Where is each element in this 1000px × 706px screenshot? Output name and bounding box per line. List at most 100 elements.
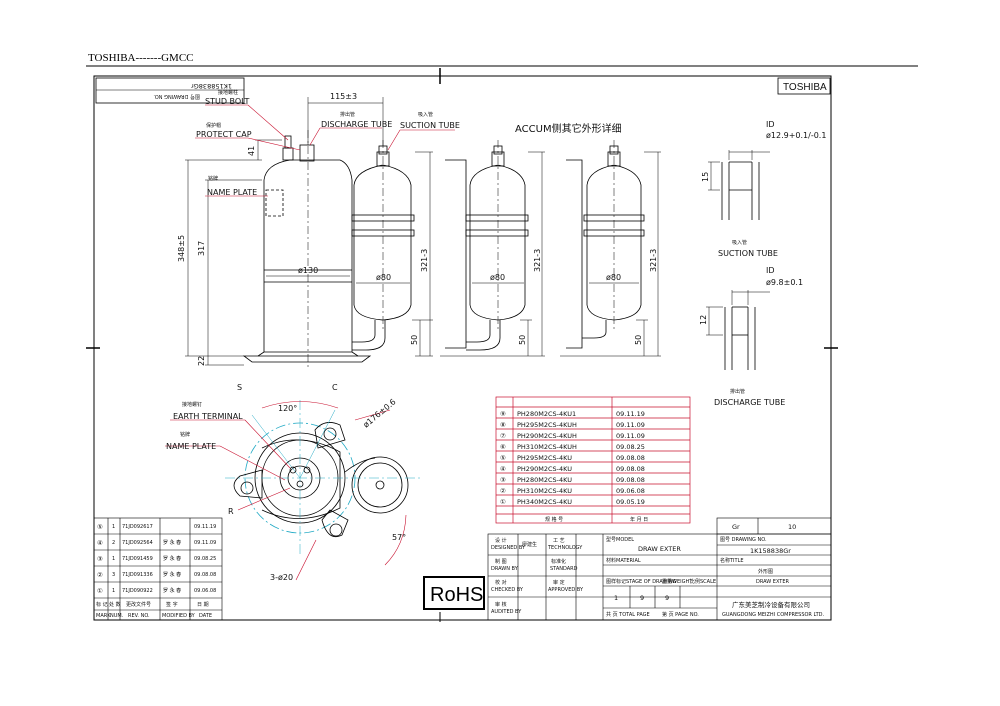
dim-41: 41 [247,146,256,156]
title-label: 名称TITLE [720,557,744,564]
rotated-number-box: 1K158838Gr 图号 DRAWING NO. [95,77,245,104]
accum-view-2 [560,140,661,357]
top-leaders [165,401,407,581]
approved-en: APPROVED BY [548,587,584,593]
rev-head-doc-en: REV. NO. [128,613,150,619]
accum2-bottom: 50 [634,335,643,345]
model-mark: ② [500,487,506,495]
accum-title: ACCUM侧其它外形详细 [515,122,622,135]
rev-mark: ③ [97,555,103,563]
svg-text:RoHS: RoHS [430,584,483,606]
model-mark: ① [500,498,506,506]
model-date: 09.11.19 [616,410,645,418]
title-block-text: Gr 10 设 计 DESIGNED BY 廖建生 工 艺 TECHNOLOGY… [491,523,824,618]
rev-qty: 1 [112,556,115,562]
rev-head-date: 日 期 [197,602,209,608]
accum1-diam: ø80 [490,273,505,282]
revision-rows: ⑤ 1 71JD092617 09.11.19 ④ 2 71JD092564 罗… [96,523,216,619]
model-name: PH310M2CS-4KU [517,487,572,495]
designer-name: 廖建生 [522,541,537,548]
rev-head-qty-en: NUM. [110,613,124,619]
discharge-id-value: ø9.8±0.1 [766,278,803,287]
rev-doc: 71JD091459 [122,556,153,562]
technology-label: 工 艺 [553,538,565,544]
title-block [487,517,832,621]
model-name: PH290M2CS-4KU [517,465,572,473]
rev-date: 09.11.19 [194,524,216,530]
label-name-plate: NAME PLATE [207,188,257,197]
dim-height-body: 317 [197,241,206,256]
model-date: 09.11.09 [616,421,645,429]
dim-diam-accum: ø80 [376,273,391,282]
model-name: PH280M2CS-4KU [517,476,572,484]
weight-label: 重量WEIGHT [662,578,693,585]
standard-en: STANDARD [550,566,578,572]
drawing-no: 1K158838Gr [750,547,791,555]
revision-table [93,517,223,621]
accum1-bottom: 50 [518,335,527,345]
model-name: PH295M2CS-4KUH [517,421,577,429]
model-date: 09.11.09 [616,432,645,440]
company-cn: 广东美芝制冷设备有限公司 [732,600,810,609]
label-angle-120: 120° [278,404,297,413]
label-angle-57: 57° [392,533,406,542]
document-header: TOSHIBA-------GMCC [88,52,194,64]
discharge-id-label: ID [766,266,775,275]
model-mark: ⑦ [500,432,506,440]
rev-doc: 71JD091336 [122,572,153,578]
rev-date: 09.11.09 [194,540,216,546]
model-name: PH310M2CS-4KUH [517,443,577,451]
designed-en: DESIGNED BY [491,545,526,551]
model-table [495,396,691,524]
rev-mark: ② [97,571,103,579]
suction-dim: 15 [701,172,710,182]
drawn-en: DRAWN BY [491,566,519,572]
dim-base: 22 [197,356,206,366]
dim-height-total: 348±5 [177,235,186,262]
stage-value: 1 [614,594,618,602]
rotated-number-label: 图号 DRAWING NO. [153,93,200,99]
discharge-tube-detail [706,290,770,370]
audited-en: AUDITED BY [491,609,522,615]
suction-id-value: ø12.9+0.1/-0.1 [766,131,826,140]
rev-mark: ④ [97,539,103,547]
discharge-dim: 12 [699,315,708,325]
label-protect-cap: PROTECT CAP [196,130,252,139]
model-date: 09.06.08 [616,487,645,495]
rev-sign: 罗 永 春 [163,571,181,578]
rotated-number: 1K158838Gr [191,82,232,90]
model-mark: ⑥ [500,443,506,451]
model-date: 09.05.19 [616,498,645,506]
model-footer-model: 规 格 号 [545,516,563,523]
title-en: DRAW EXTER [756,579,790,585]
model-name: PH340M2CS-4KU [517,498,572,506]
rev-doc: 71JD090922 [122,588,153,594]
rev-sign: 罗 永 春 [163,539,181,546]
model-label: 型号MODEL [606,536,634,543]
gr-value: 10 [788,523,796,531]
total-pages-label: 共 页 TOTAL PAGE [606,611,650,618]
rev-date: 09.08.25 [194,556,216,562]
suction-cn: 吸入管 [732,239,747,246]
rev-sign: 罗 永 春 [163,555,181,562]
rev-doc: 71JD092564 [122,540,153,546]
approved-label: 审 定 [553,579,565,586]
rev-date: 09.08.08 [194,572,216,578]
model-mark: ③ [500,476,506,484]
designed-label: 设 计 [495,537,507,544]
drawn-label: 制 图 [495,558,507,565]
accum2-diam: ø80 [606,273,621,282]
standard-label: 标准化 [551,558,566,565]
brand-box: TOSHIBA [777,77,831,95]
model-date: 09.08.08 [616,476,645,484]
stage-value: 9 [640,594,644,602]
rev-qty: 1 [112,524,115,530]
label-plate: NAME PLATE [166,442,216,451]
gr-label: Gr [732,523,740,531]
technology-en: TECHNOLOGY [547,545,583,551]
model-mark: ⑧ [500,421,506,429]
model-value: DRAW EXTER [638,545,681,553]
discharge-cn: 排出管 [730,388,745,395]
dim-diam-body: ø130 [298,266,318,275]
